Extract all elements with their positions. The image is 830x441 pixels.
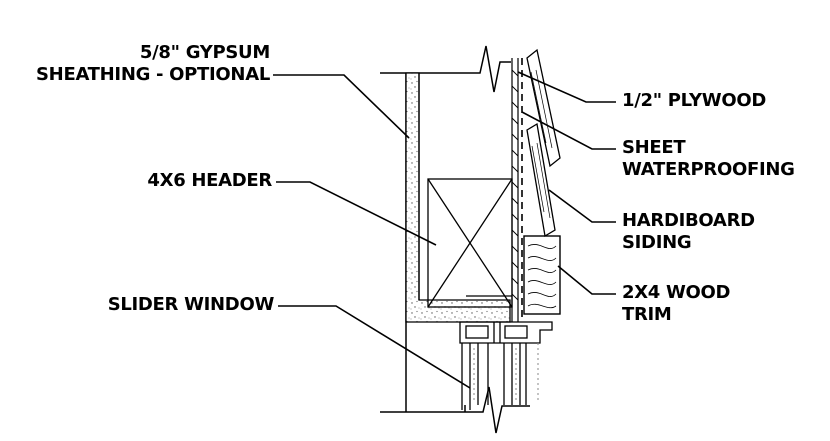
- label-hardiboard-siding: HARDIBOARD SIDING: [622, 210, 755, 254]
- label-wood-trim: 2X4 WOOD TRIM: [622, 282, 731, 326]
- leader-header: [276, 181, 437, 246]
- leader-hardiboard: [548, 189, 616, 223]
- top-break-line: [380, 45, 511, 93]
- label-header-text: 4X6 HEADER: [147, 170, 272, 191]
- label-hardiboard-line1: HARDIBOARD: [622, 210, 755, 231]
- label-trim-line1: 2X4 WOOD: [622, 282, 731, 303]
- label-header: 4X6 HEADER: [110, 170, 272, 192]
- hardiboard-siding: [526, 48, 561, 238]
- window-sashes: [461, 343, 527, 410]
- label-slider-window: SLIDER WINDOW: [70, 294, 275, 316]
- leader-gypsum: [273, 74, 410, 139]
- label-sheet-line1: SHEET: [622, 137, 686, 158]
- leader-slider-window: [278, 305, 471, 389]
- label-gypsum-line1: 5/8" GYPSUM: [139, 42, 270, 63]
- leader-sheet-waterproofing: [521, 111, 616, 150]
- leader-wood-trim: [557, 265, 616, 295]
- slider-window-frame: [459, 321, 553, 344]
- label-plywood-text: 1/2" PLYWOOD: [622, 90, 766, 111]
- label-plywood: 1/2" PLYWOOD: [622, 90, 766, 112]
- bottom-break-line: [380, 386, 530, 434]
- gypsum-sheathing: [405, 72, 511, 323]
- leader-plywood: [517, 71, 616, 103]
- glass-lines: [473, 343, 539, 402]
- label-gypsum-sheathing: 5/8" GYPSUM SHEATHING - OPTIONAL: [6, 42, 270, 86]
- label-slider-window-text: SLIDER WINDOW: [107, 294, 275, 315]
- label-hardiboard-line2: SIDING: [622, 232, 692, 253]
- label-trim-line2: TRIM: [622, 304, 672, 325]
- header-4x6: [427, 178, 513, 308]
- label-sheet-line2: WATERPROOFING: [622, 159, 795, 180]
- label-gypsum-line2: SHEATHING - OPTIONAL: [36, 64, 270, 85]
- label-sheet-waterproofing: SHEET WATERPROOFING: [622, 137, 795, 181]
- plywood-hatch: [511, 69, 519, 301]
- plywood-layer: [511, 58, 519, 322]
- wood-trim-2x4: [523, 235, 561, 315]
